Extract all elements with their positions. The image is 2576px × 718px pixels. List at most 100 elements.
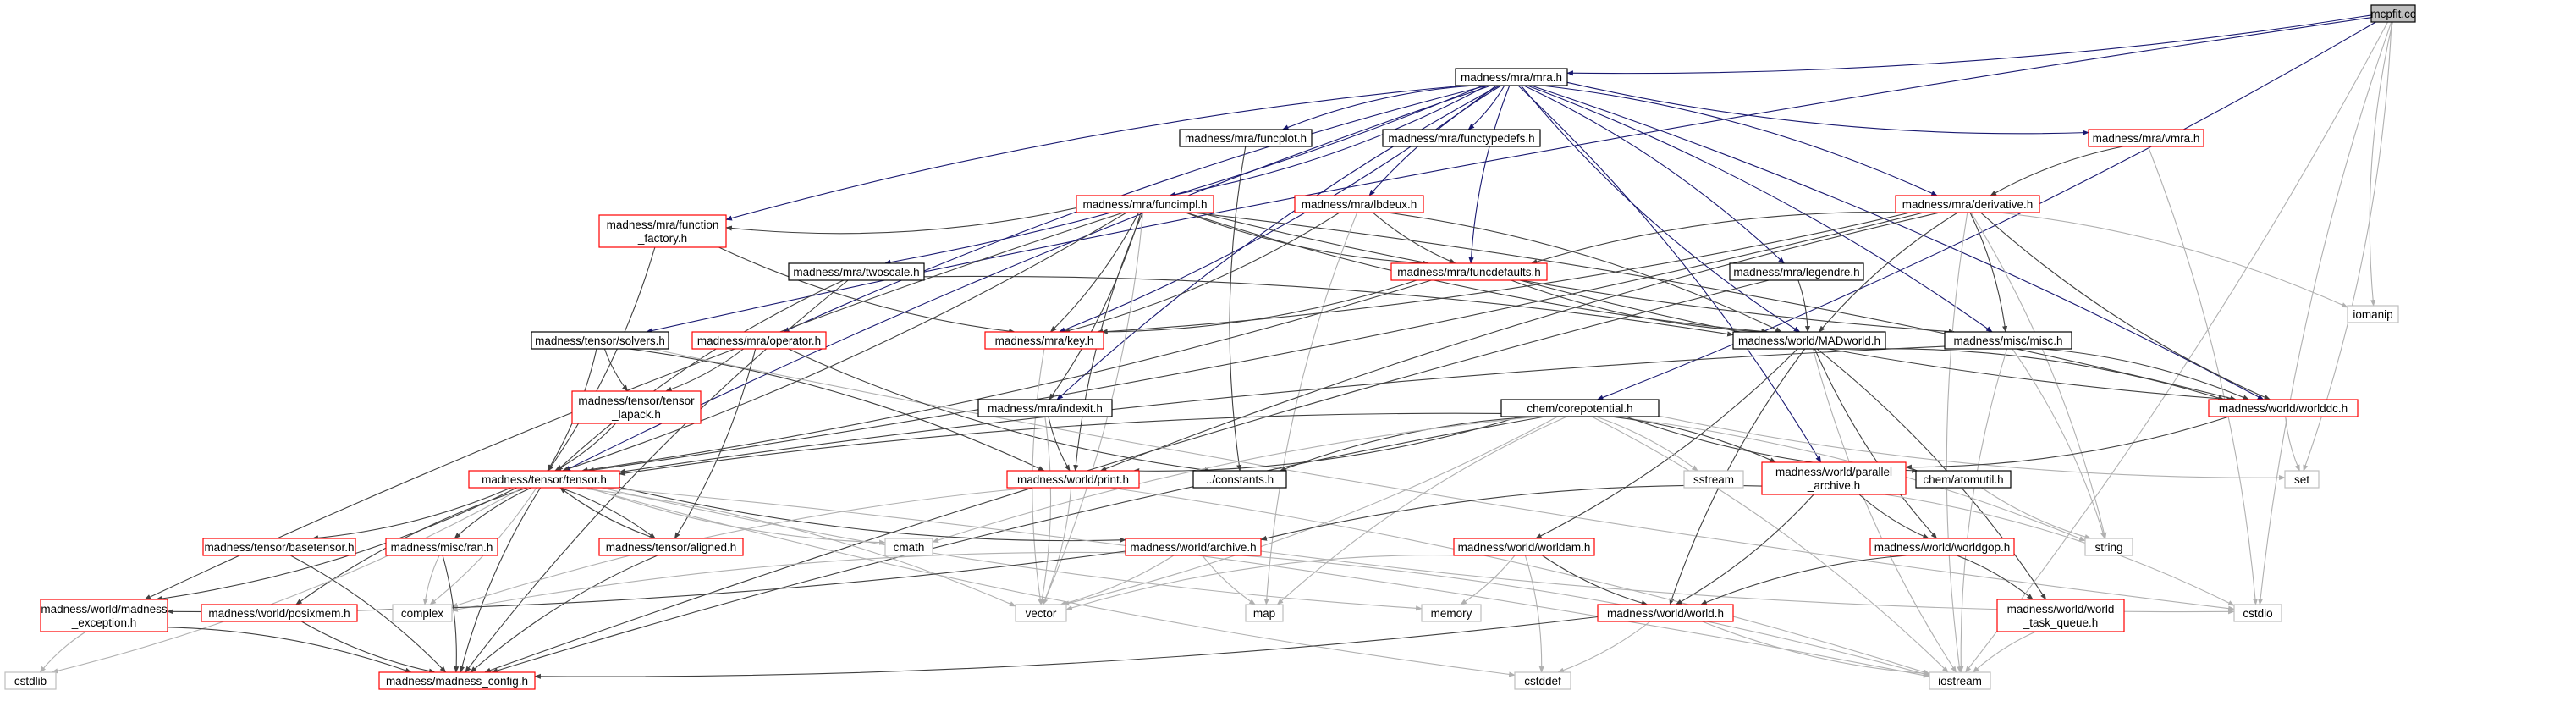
node-worldam[interactable]: madness/world/worldam.h xyxy=(1453,538,1595,556)
node-parallel_archive[interactable]: madness/world/parallel_archive.h xyxy=(1761,461,1907,495)
node-vector-label: vector xyxy=(1026,607,1057,620)
node-twoscale-box xyxy=(788,262,925,281)
edge-print-to-iostream xyxy=(1109,487,1930,675)
edge-twoscale-to-madworld xyxy=(923,275,1734,337)
node-tensor[interactable]: madness/tensor/tensor.h xyxy=(468,470,620,489)
edge-corepotential-to-map xyxy=(1276,416,1567,605)
edge-mcpfit-to-corepotential xyxy=(1596,21,2376,400)
node-world[interactable]: madness/world/world.h xyxy=(1597,604,1734,622)
node-task_queue[interactable]: madness/world/world_task_queue.h xyxy=(1996,599,2125,632)
node-iostream-box xyxy=(1929,671,1991,690)
edge-funcdefaults-to-key xyxy=(1096,279,1417,335)
edge-mra-to-functypedefs xyxy=(1467,85,1505,130)
node-atomutil-label: chem/atomutil.h xyxy=(1923,473,2003,486)
node-twoscale[interactable]: madness/mra/twoscale.h xyxy=(788,262,925,281)
edge-madworld-to-worlddc xyxy=(1868,348,2225,400)
edge-misc-to-string xyxy=(2012,348,2106,539)
node-sstream-box xyxy=(1683,470,1744,489)
node-cstdio-label: cstdio xyxy=(2243,607,2272,620)
node-atomutil-box xyxy=(1915,470,2012,489)
node-archive-label: madness/world/archive.h xyxy=(1130,541,1256,554)
node-madness_exception[interactable]: madness/world/madness_exception.h xyxy=(40,599,168,632)
node-misc[interactable]: madness/misc/misc.h xyxy=(1944,331,2072,350)
edge-mra-to-twoscale xyxy=(883,85,1483,265)
node-key[interactable]: madness/mra/key.h xyxy=(984,331,1104,350)
node-ran[interactable]: madness/misc/ran.h xyxy=(385,538,498,556)
edge-corepotential-to-iostream xyxy=(1591,416,1949,673)
node-worldgop[interactable]: madness/world/worldgop.h xyxy=(1869,538,2015,556)
node-task_queue-box xyxy=(1996,599,2125,632)
node-archive[interactable]: madness/world/archive.h xyxy=(1125,538,1262,556)
node-funcplot[interactable]: madness/mra/funcplot.h xyxy=(1179,129,1313,147)
edge-mcpfit-to-iomanip xyxy=(2369,21,2393,307)
node-world-box xyxy=(1597,604,1734,622)
edge-tensor-to-madness_exception xyxy=(155,487,517,602)
node-solvers-box xyxy=(531,331,669,350)
node-funcdefaults[interactable]: madness/mra/funcdefaults.h xyxy=(1390,262,1548,281)
node-basetensor-box xyxy=(202,538,356,556)
edge-twoscale-to-madness_config xyxy=(465,279,849,673)
node-derivative-label: madness/mra/derivative.h xyxy=(1902,198,2034,211)
edge-mcpfit-to-mra xyxy=(1566,14,2372,76)
edge-mra-to-funcdefaults xyxy=(1468,85,1511,264)
node-atomutil[interactable]: chem/atomutil.h xyxy=(1915,470,2012,489)
edge-funcdefaults-to-tensor xyxy=(581,279,1432,473)
node-iomanip-label: iomanip xyxy=(2353,308,2392,321)
node-task_queue-label: madness/world/world xyxy=(2007,603,2115,616)
edge-legendre-to-madness_config xyxy=(484,279,1770,673)
node-cstddef: cstddef xyxy=(1514,671,1571,690)
edge-mra-to-indexit xyxy=(1056,85,1500,400)
node-mra[interactable]: madness/mra/mra.h xyxy=(1455,68,1568,86)
node-aligned-label: madness/tensor/aligned.h xyxy=(606,541,737,554)
node-basetensor[interactable]: madness/tensor/basetensor.h xyxy=(202,538,356,556)
node-vmra[interactable]: madness/mra/vmra.h xyxy=(2088,129,2204,147)
node-legendre-box xyxy=(1729,262,1864,281)
edge-posixmem-to-madness_config xyxy=(301,621,436,674)
edge-corepotential-to-tensor xyxy=(619,412,1502,476)
edge-derivative-to-worlddc xyxy=(1980,212,2271,400)
node-posixmem[interactable]: madness/world/posixmem.h xyxy=(201,604,358,622)
node-constants[interactable]: ../constants.h xyxy=(1192,470,1287,489)
node-key-label: madness/mra/key.h xyxy=(995,334,1094,347)
edge-tensor-to-aligned xyxy=(559,487,656,539)
edge-archive-to-complex xyxy=(451,551,1126,612)
node-tensor_lapack[interactable]: madness/tensor/tensor_lapack.h xyxy=(571,390,702,424)
node-set: set xyxy=(2284,470,2320,489)
node-operator[interactable]: madness/mra/operator.h xyxy=(691,331,827,350)
edge-lbdeux-to-map xyxy=(1263,212,1358,605)
node-legendre[interactable]: madness/mra/legendre.h xyxy=(1729,262,1864,281)
node-aligned[interactable]: madness/tensor/aligned.h xyxy=(598,538,744,556)
node-print[interactable]: madness/world/print.h xyxy=(1006,470,1140,489)
node-madness_config[interactable]: madness/madness_config.h xyxy=(378,671,536,690)
edge-basetensor-to-madness_config xyxy=(290,555,447,673)
node-corepotential[interactable]: chem/corepotential.h xyxy=(1500,399,1660,417)
node-tensor_lapack-label: madness/tensor/tensor xyxy=(578,395,695,407)
node-worlddc[interactable]: madness/world/worlddc.h xyxy=(2208,399,2359,417)
node-map: map xyxy=(1245,604,1284,622)
node-madworld[interactable]: madness/world/MADworld.h xyxy=(1732,331,1886,350)
edge-derivative-to-tensor xyxy=(587,212,1924,473)
node-mcpfit[interactable]: mcpfit.cc xyxy=(2370,4,2416,23)
node-indexit[interactable]: madness/mra/indexit.h xyxy=(977,399,1113,417)
edge-madness_exception-to-cstdlib xyxy=(39,631,86,673)
node-functypedefs[interactable]: madness/mra/functypedefs.h xyxy=(1382,129,1541,147)
edge-mcpfit-to-iostream xyxy=(1965,21,2388,673)
edge-worldam-to-memory xyxy=(1460,555,1516,605)
node-function_factory[interactable]: madness/mra/function_factory.h xyxy=(598,214,727,248)
node-solvers[interactable]: madness/tensor/solvers.h xyxy=(531,331,669,350)
node-memory-label: memory xyxy=(1431,607,1472,620)
edge-lbdeux-to-funcdefaults xyxy=(1372,212,1456,264)
node-funcimpl[interactable]: madness/mra/funcimpl.h xyxy=(1076,195,1214,213)
node-sstream: sstream xyxy=(1683,470,1744,489)
edge-worlddc-to-set xyxy=(2285,416,2300,472)
node-functypedefs-box xyxy=(1382,129,1541,147)
node-lbdeux-label: madness/mra/lbdeux.h xyxy=(1302,198,1417,211)
node-function_factory-box xyxy=(598,214,727,248)
node-lbdeux[interactable]: madness/mra/lbdeux.h xyxy=(1294,195,1424,213)
node-solvers-label: madness/tensor/solvers.h xyxy=(535,334,665,347)
node-set-label: set xyxy=(2294,473,2309,486)
edge-corepotential-to-set xyxy=(1658,415,2286,481)
node-derivative[interactable]: madness/mra/derivative.h xyxy=(1895,195,2040,213)
edge-funcimpl-to-tensor xyxy=(562,212,1127,472)
node-madworld-label: madness/world/MADworld.h xyxy=(1738,334,1880,347)
